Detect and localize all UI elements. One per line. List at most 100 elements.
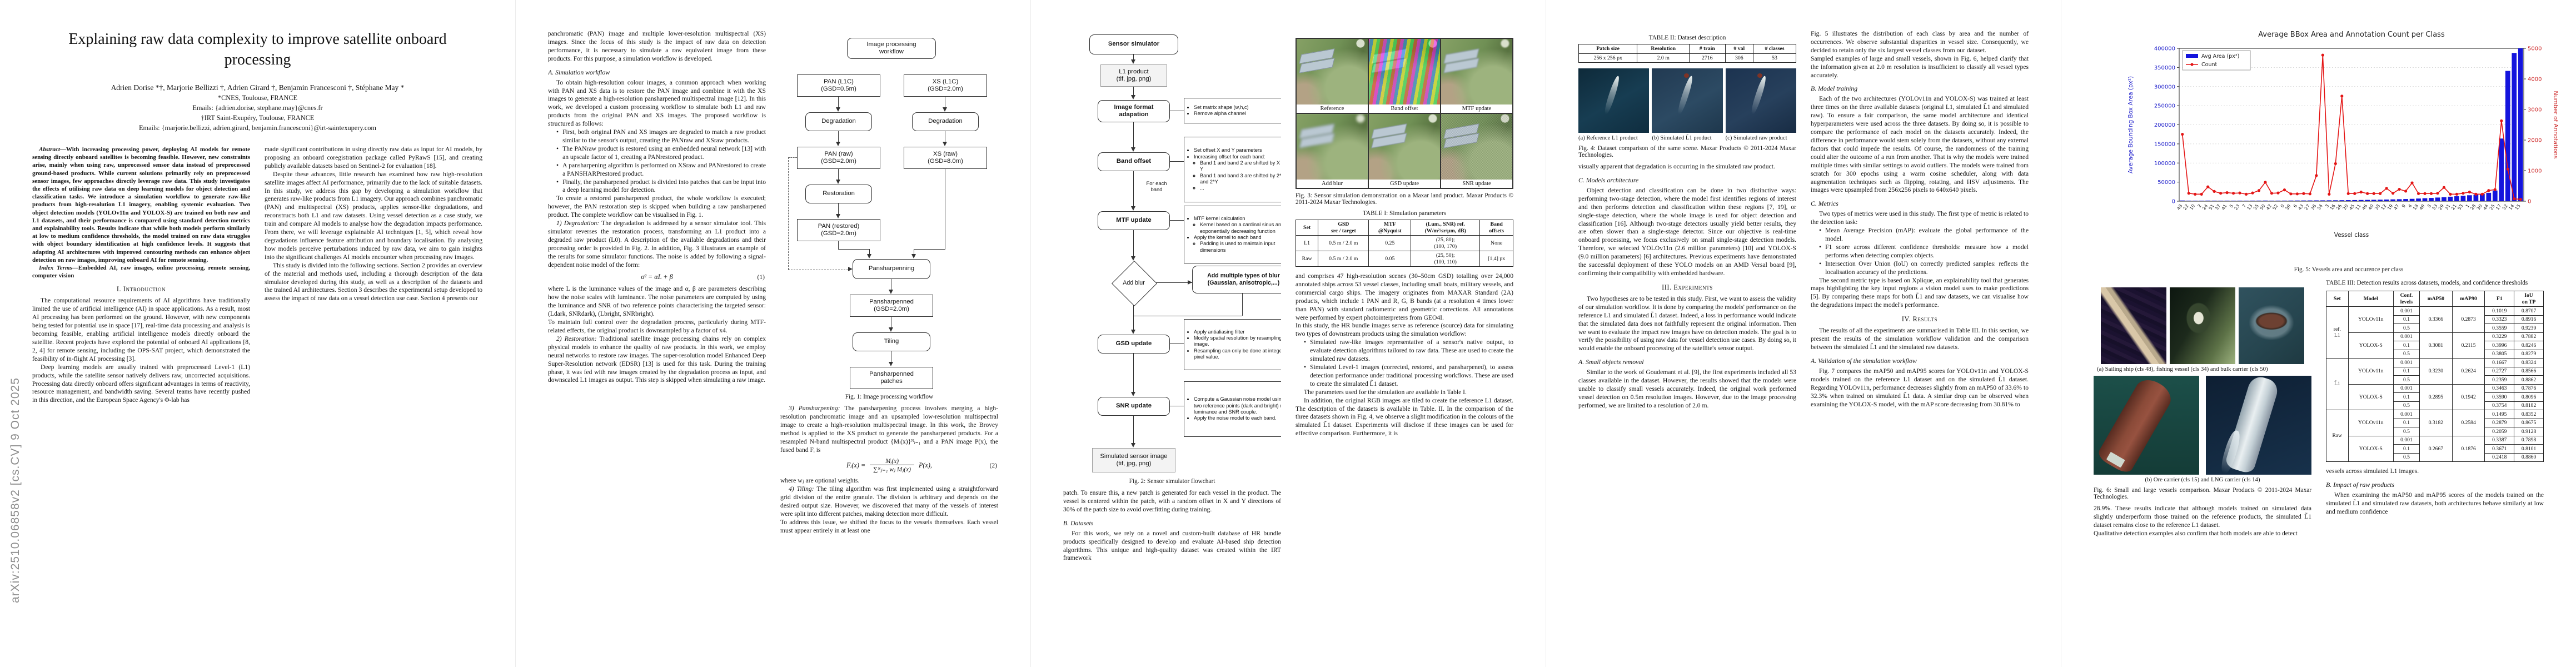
section-heading: III. Experiments [1662,283,1713,291]
reference-l1-ship-image [1578,68,1650,133]
note-item: MTF kernel calculation [1194,216,1281,222]
svg-text:2: 2 [2197,203,2203,208]
paragraph: where L is the luminance values of the i… [548,285,766,318]
note-item: Modify spatial resolution by resampling … [1194,335,1281,348]
snr-update-image [1441,114,1512,180]
table-cell: 0.5 [2393,401,2420,410]
table-cell: 0.5 m / 2.0 m [1318,251,1369,267]
equation: σ² = αL + β(1) [641,273,765,281]
column-header: # train [1689,44,1726,54]
column-header: (Lum., SNR) ref. (W/m²/sr/μm, dB) [1411,220,1481,236]
table-cell: 0.8860 [2514,452,2544,462]
flow-node-patches: Pansharpenned patches [850,367,933,389]
figure-3-cell-reference: Reference [1296,38,1368,113]
paragraph: To obtain high-resolution colour images,… [548,78,766,128]
paragraph: Index Terms—Embedded AI, raw images, onl… [32,265,250,280]
figure-6-small-vessels [2094,287,2311,364]
table-cell: 0.5 m / 2.0 m [1318,235,1369,251]
table-cell: 0.001 [2393,332,2420,341]
svg-text:14: 14 [2508,203,2515,211]
note-item: Padding is used to maintain input dimens… [1200,241,1281,253]
svg-text:200000: 200000 [2154,122,2175,128]
table-cell: 0.7882 [2514,332,2544,341]
svg-text:4000: 4000 [2528,77,2542,83]
svg-text:36: 36 [2310,203,2317,211]
svg-text:38: 38 [2374,203,2381,211]
svg-text:22: 22 [2183,203,2190,211]
bullet-item: •Mean Average Precision (mAP): evaluate … [1819,227,2029,243]
svg-text:48: 48 [2176,203,2183,211]
table-cell: 0.8246 [2514,341,2544,350]
note-item: Resampling can only be done at integer p… [1194,348,1281,361]
decision-add-blur-label: Add blur [1123,280,1145,286]
flow-node-pan-restored: PAN (restored) (GSD=2.0m) [797,219,880,241]
svg-text:19: 19 [2386,203,2394,211]
figure-3-simulation-grid: Reference Band offset MTF update Add blu… [1296,38,1513,189]
svg-text:150000: 150000 [2154,141,2175,147]
svg-text:250000: 250000 [2154,103,2175,109]
column-header: Band offsets [1479,220,1513,236]
paragraph: Two types of metrics were used in this s… [1811,210,2029,226]
page-1: arXiv:2510.06858v2 [cs.CV] 9 Oct 2025 Ex… [0,0,515,667]
svg-text:50000: 50000 [2158,180,2175,186]
paragraph: Abstract—With increasing processing powe… [32,146,250,263]
paragraph: Two hypotheses are to be tested in this … [1578,295,1796,352]
page2-column-left: panchromatic (PAN) image and multiple lo… [548,30,766,535]
band-offset-image [1369,39,1440,104]
bullet-item: •Simulated Level-1 images (corrected, re… [1304,363,1513,387]
paragraph: This study is divided into the following… [265,261,482,302]
figure-3-cell-band-offset: Band offset [1368,38,1441,113]
svg-text:Vessel class: Vessel class [2334,232,2369,238]
table-cell: 0.5 [2393,375,2420,385]
column-header: IoU on TP [2514,291,2544,307]
table-cell: YOLOv11n [2348,306,2394,333]
note-item: Compute a Gaussian noise model using two… [1194,396,1281,415]
flow-node-xs-raw: XS (raw) (GSD=8.0m) [904,147,987,169]
table-cell: Raw [2326,410,2349,462]
svg-text:1: 1 [2465,203,2470,208]
paragraph: Fig. 7 compares the mAP50 and mAP95 scor… [1811,367,2029,408]
page3-left-text: patch. To ensure this, a new patch is ge… [1063,489,1281,563]
paragraph: panchromatic (PAN) image and multiple lo… [548,30,766,62]
paragraph: In addition, the original RGB images are… [1296,396,1513,437]
paragraph: patch. To ensure this, a new patch is ge… [1063,489,1281,513]
table-cell: 0.1 [2393,315,2420,324]
svg-text:39: 39 [2284,203,2291,211]
section-heading: I. Introduction [116,285,166,293]
figure-4-images: (a) Reference L1 product (b) Simulated L… [1578,68,1796,142]
table-cell: 0.8916 [2514,315,2544,324]
paragraph: The computational resource requirements … [32,297,250,362]
paragraph: Sampled examples of large and small vess… [1811,54,2029,79]
svg-text:Average Bounding Box Area (px²: Average Bounding Box Area (px²) [2127,76,2134,173]
paragraph: 3) Pansharpening: The pansharpening proc… [780,405,998,454]
svg-text:100000: 100000 [2154,161,2175,167]
svg-text:33: 33 [2431,203,2438,211]
table-cell: 0.001 [2393,306,2420,316]
column-header: F1 [2484,291,2515,307]
paragraph: 4) Tiling: The tiling algorithm was firs… [780,485,998,518]
table-cell: 0.3366 [2419,306,2453,333]
page1-column-left: Abstract—With increasing processing powe… [32,146,250,405]
svg-text:3000: 3000 [2528,107,2542,113]
figure-2-sensor-simulator-flowchart: Sensor simulator L1 product (tif, jpg, p… [1063,34,1281,475]
bullet-item: •Finally, the pansharpened product is di… [556,178,766,194]
table-cell: [1,4] px [1479,251,1513,267]
svg-text:Avg Area (px²): Avg Area (px²) [2201,53,2239,59]
table-cell: 0.3182 [2419,410,2453,436]
figure-2-caption: Fig. 2: Sensor simulator flowchart [1129,478,1215,485]
table-cell: 306 [1725,53,1754,63]
svg-text:35: 35 [2253,203,2260,211]
table-cell: 0.1495 [2484,410,2515,419]
paragraph: and comprises 47 high-resolution scenes … [1296,272,1513,321]
simulated-l1-ship-image [1652,68,1723,133]
svg-text:7: 7 [2241,203,2247,208]
column-header: Model [2348,291,2394,307]
table-cell: 0.3996 [2484,341,2515,350]
